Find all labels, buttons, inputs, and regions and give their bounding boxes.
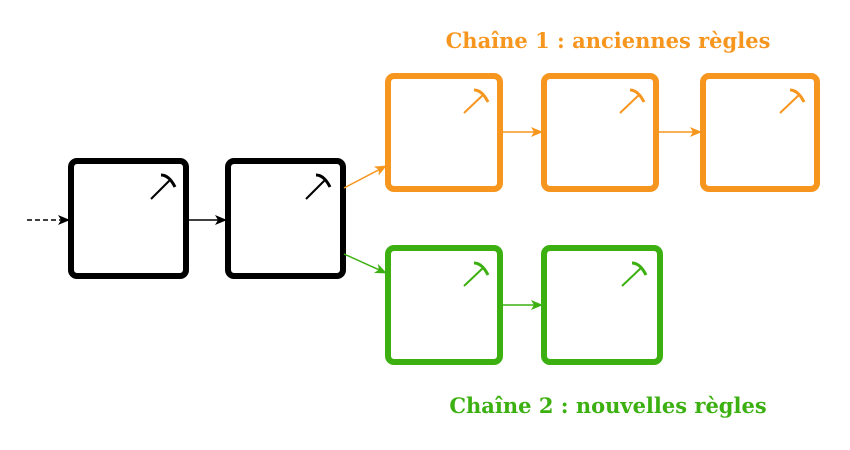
chain-2-label: Chaîne 2 : nouvelles règles — [449, 393, 767, 418]
pickaxe-icon — [150, 173, 177, 200]
chain-1-label: Chaîne 1 : anciennes règles — [445, 28, 771, 53]
arrow-fork-to-chain-2 — [343, 253, 387, 274]
chain-2-block-2 — [541, 245, 663, 365]
pickaxe-icon — [305, 173, 332, 200]
chain-2-block-1 — [385, 245, 503, 365]
chain-1-block-2 — [541, 73, 659, 192]
pickaxe-icon — [619, 88, 646, 114]
arrow-fork-to-chain-1 — [343, 165, 387, 189]
pickaxe-icon — [779, 88, 806, 114]
chain-1-block-3 — [700, 73, 820, 192]
chain-1-block-1 — [385, 73, 503, 192]
pickaxe-icon — [463, 261, 490, 287]
main-block-1 — [68, 158, 189, 279]
pickaxe-icon — [463, 88, 490, 114]
pickaxe-icon — [621, 261, 648, 287]
main-block-2 — [225, 158, 346, 279]
